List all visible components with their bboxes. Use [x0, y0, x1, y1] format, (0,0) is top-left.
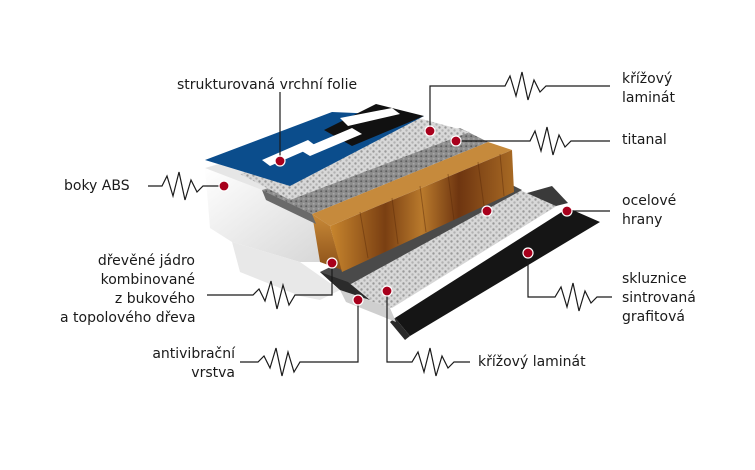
label-steel-edges: ocelové hrany	[622, 192, 676, 230]
label-line: hrany	[622, 212, 663, 228]
marker-top-foil	[274, 155, 286, 167]
leader-lines	[148, 71, 612, 377]
markers	[218, 125, 573, 306]
label-line: a topolového dřeva	[60, 310, 196, 326]
lower-cross-laminate	[340, 190, 556, 308]
label-abs-sides: boky ABS	[64, 178, 130, 194]
label-line: dřevěné jádro	[97, 253, 195, 269]
titanal-front	[262, 190, 316, 224]
wood-core-top	[312, 142, 512, 226]
label-line: vrstva	[191, 365, 235, 381]
marker-steel-edges	[561, 205, 573, 217]
marker-titanal	[450, 135, 462, 147]
marker-cross-laminate-bottom	[381, 285, 393, 297]
label-top-foil: strukturovaná vrchní folie	[177, 77, 358, 93]
base-layer-front	[390, 318, 410, 340]
top-sheet-white-stripe-3	[340, 108, 400, 126]
label-antivibration: antivibrační vrstva	[120, 345, 235, 383]
marker-wood-core	[326, 257, 338, 269]
label-line: sintrovaná	[622, 290, 696, 306]
label-cross-laminate-bottom: křížový laminát	[478, 354, 586, 370]
marker-base	[522, 247, 534, 259]
label-line: křížový	[622, 71, 673, 87]
abs-sidewall-bottom	[232, 242, 340, 300]
label-titanal: titanal	[622, 132, 667, 148]
base-layer	[395, 208, 600, 336]
wood-grain	[359, 153, 505, 259]
label-line: ocelové	[622, 193, 677, 209]
titanal-layer	[262, 128, 488, 214]
label-line: z bukového	[114, 291, 195, 307]
wood-core-side	[330, 150, 514, 272]
marker-laminate-mid	[481, 205, 493, 217]
label-base: skluznice sintrovaná grafitová	[622, 270, 696, 327]
marker-antivibration	[352, 294, 364, 306]
wood-core-front	[312, 214, 342, 270]
marker-abs	[218, 180, 230, 192]
label-cross-laminate-top: křížový laminát	[622, 70, 675, 108]
label-line: antivibrační	[152, 346, 235, 362]
label-wood-core: dřevěné jádro kombinované z bukového a t…	[60, 252, 196, 328]
label-line: grafitová	[622, 309, 685, 325]
abs-sidewall	[205, 168, 330, 262]
label-line: skluznice	[622, 271, 687, 287]
label-line: kombinované	[100, 272, 195, 288]
top-sheet-white-stripe-2	[300, 128, 362, 156]
marker-cross-laminate-top	[424, 125, 436, 137]
label-line: laminát	[622, 90, 675, 106]
